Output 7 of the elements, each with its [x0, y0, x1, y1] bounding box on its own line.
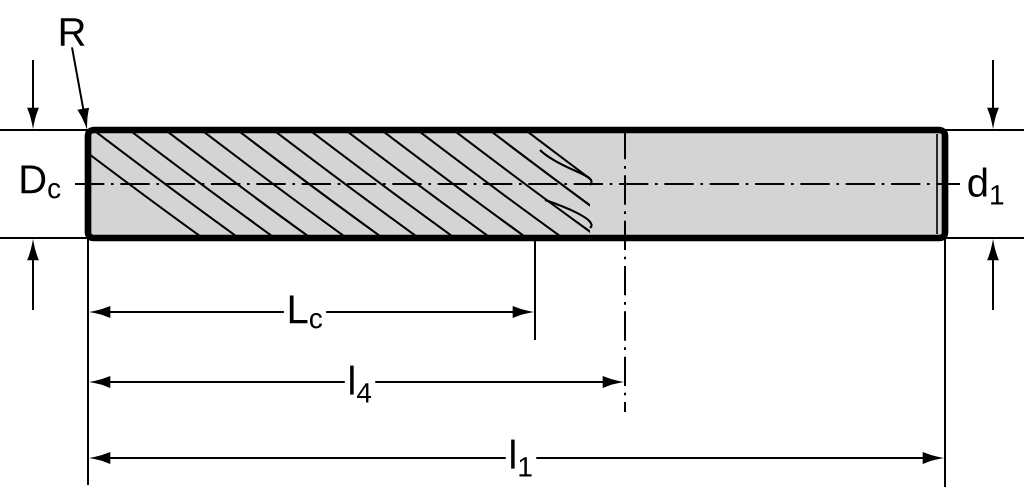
dimension-label: l$_{1}$ [505, 436, 537, 480]
callout-letter: R [60, 18, 85, 46]
leader-line [71, 46, 89, 126]
end-mill-drawing [74, 126, 961, 413]
dimension-label: L$_{c}$ [283, 292, 327, 332]
dimension-label: l$_{4}$ [344, 362, 376, 406]
dimension-label: D$_{c}$ [21, 165, 61, 199]
